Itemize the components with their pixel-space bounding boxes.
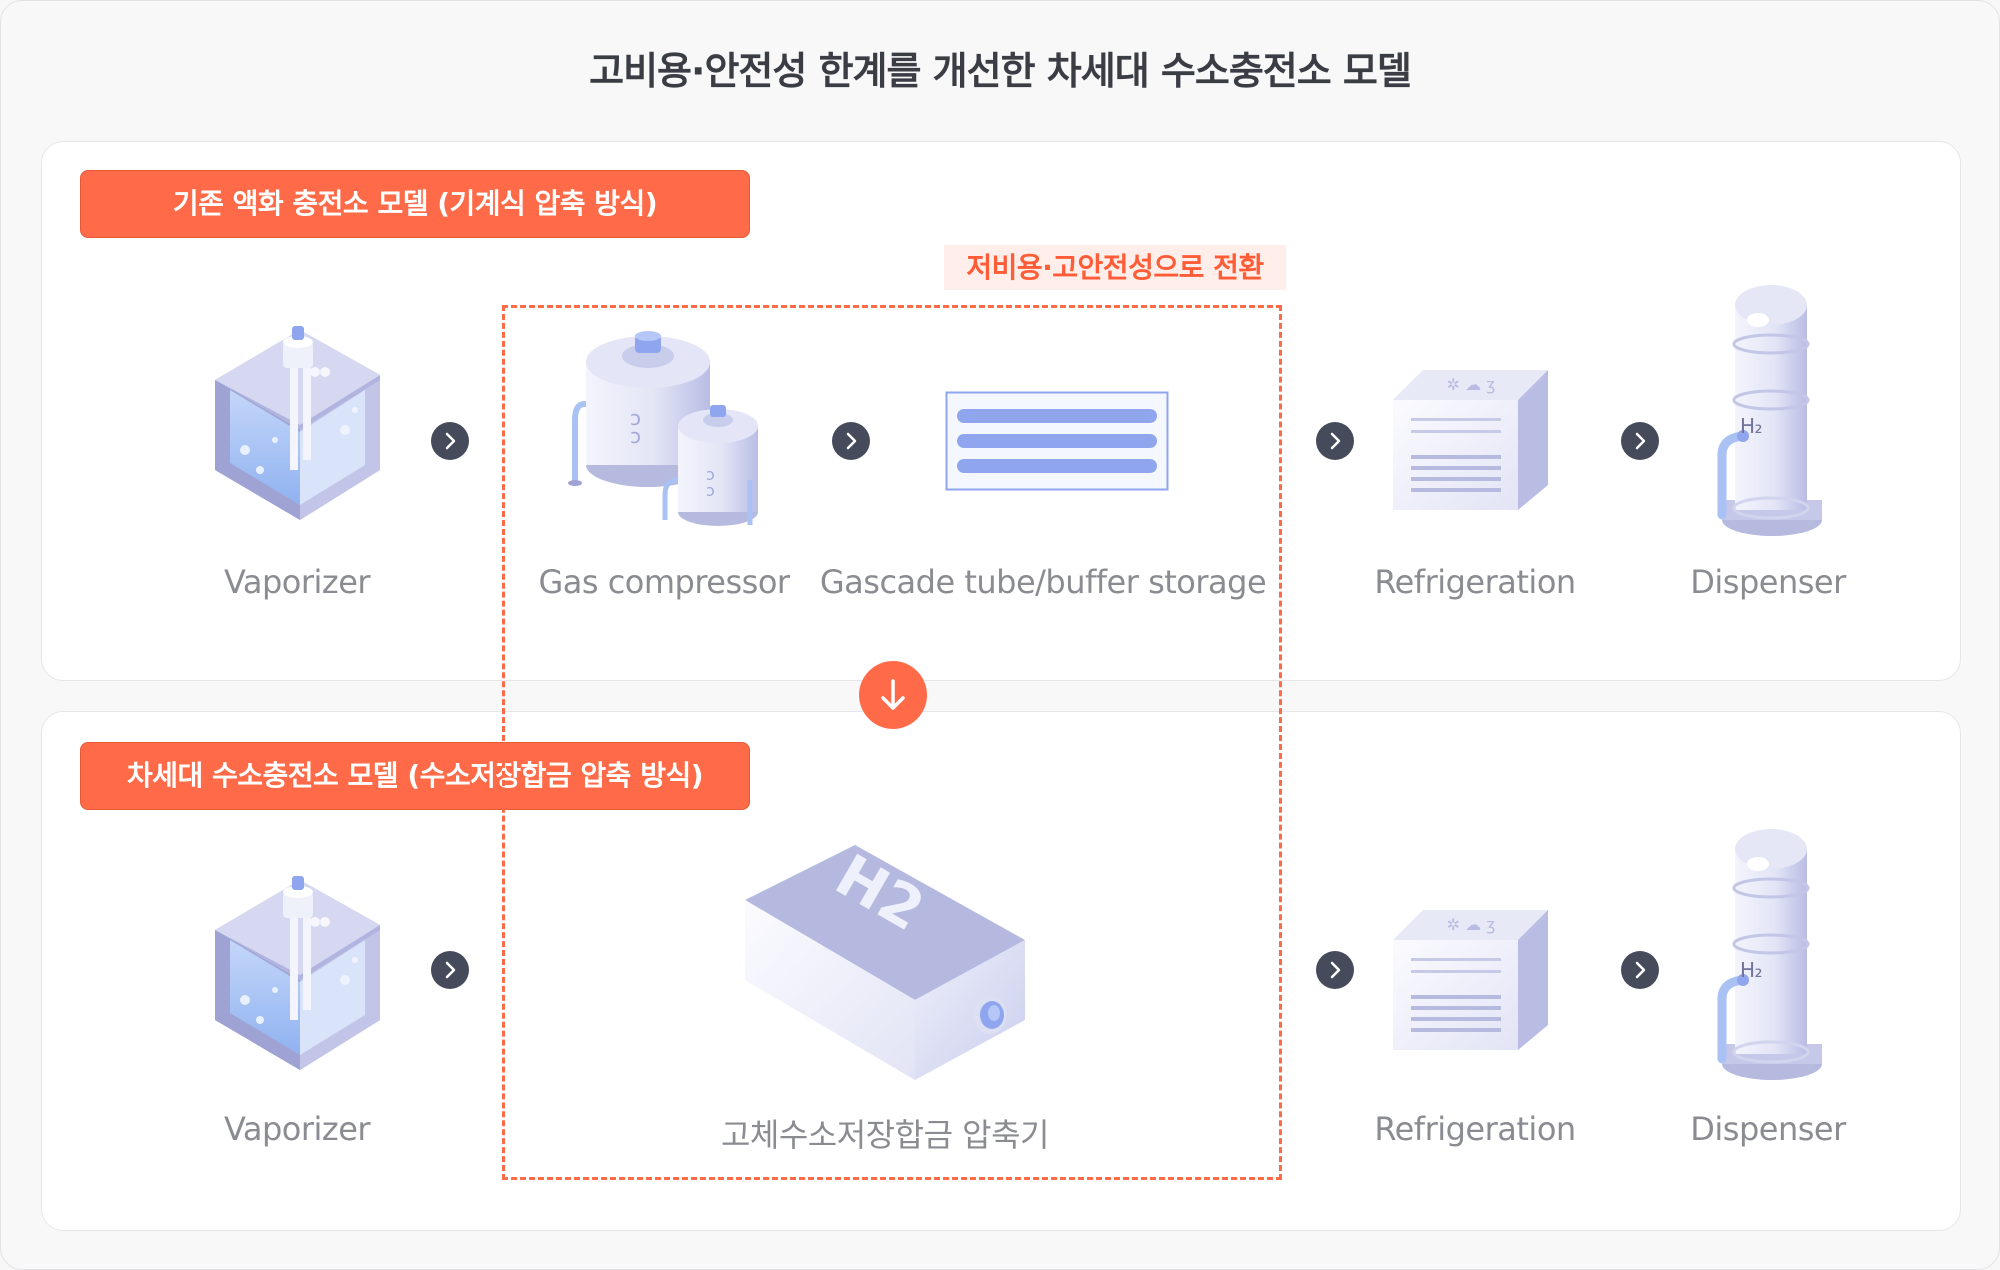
refrigeration-icon: [1383, 360, 1553, 510]
label-dispenser-top: Dispenser: [1690, 563, 1846, 601]
conversion-dashed-box: [502, 305, 1282, 1180]
dispenser-icon: [1707, 824, 1827, 1084]
diagram-title: 고비용·안전성 한계를 개선한 차세대 수소충전소 모델: [589, 49, 1412, 93]
flow-arrow-icon: [1621, 422, 1659, 460]
flow-arrow-icon: [1316, 951, 1354, 989]
vaporizer-icon: [205, 870, 385, 1080]
flow-arrow-icon: [1316, 422, 1354, 460]
svg-text:ↄ: ↄ: [706, 465, 715, 484]
svg-text:ↄ: ↄ: [706, 481, 715, 500]
label-refrigeration-bottom: Refrigeration: [1374, 1110, 1576, 1148]
label-alloy-compressor: 고체수소저장합금 압축기: [720, 1116, 1050, 1154]
label-refrigeration-top: Refrigeration: [1374, 563, 1576, 601]
conversion-label: 저비용·고안전성으로 전환: [944, 245, 1286, 290]
flow-arrow-icon: [1621, 951, 1659, 989]
existing-model-badge: 기존 액화 충전소 모델 (기계식 압축 방식): [80, 170, 750, 238]
svg-text:ↄ: ↄ: [630, 424, 641, 448]
vaporizer-icon: [205, 320, 385, 530]
next-gen-model-badge: 차세대 수소충전소 모델 (수소저장합금 압축 방식): [80, 742, 750, 810]
label-cascade-tube: Gascade tube/buffer storage: [819, 563, 1267, 601]
label-vaporizer-bottom: Vaporizer: [223, 1110, 371, 1148]
flow-arrow-icon: [431, 951, 469, 989]
gas-compressor-icon: ↄ ↄ ↄ ↄ: [568, 331, 758, 526]
hydrogen-storage-alloy-compressor-icon: H2: [745, 841, 1025, 1080]
refrigeration-icon: [1383, 900, 1553, 1050]
cascade-tube-storage-icon: [945, 391, 1169, 491]
label-dispenser-bottom: Dispenser: [1690, 1110, 1846, 1148]
label-gas-compressor: Gas compressor: [538, 563, 790, 601]
dispenser-icon: [1707, 280, 1827, 540]
dispenser-h2-label: H₂: [1740, 414, 1763, 438]
transition-down-arrow-icon: [859, 661, 927, 729]
flow-arrow-icon: [431, 422, 469, 460]
flow-arrow-icon: [832, 422, 870, 460]
label-vaporizer-top: Vaporizer: [223, 563, 371, 601]
svg-text:ↄ: ↄ: [630, 406, 641, 430]
dispenser-h2-label: H₂: [1740, 958, 1763, 982]
